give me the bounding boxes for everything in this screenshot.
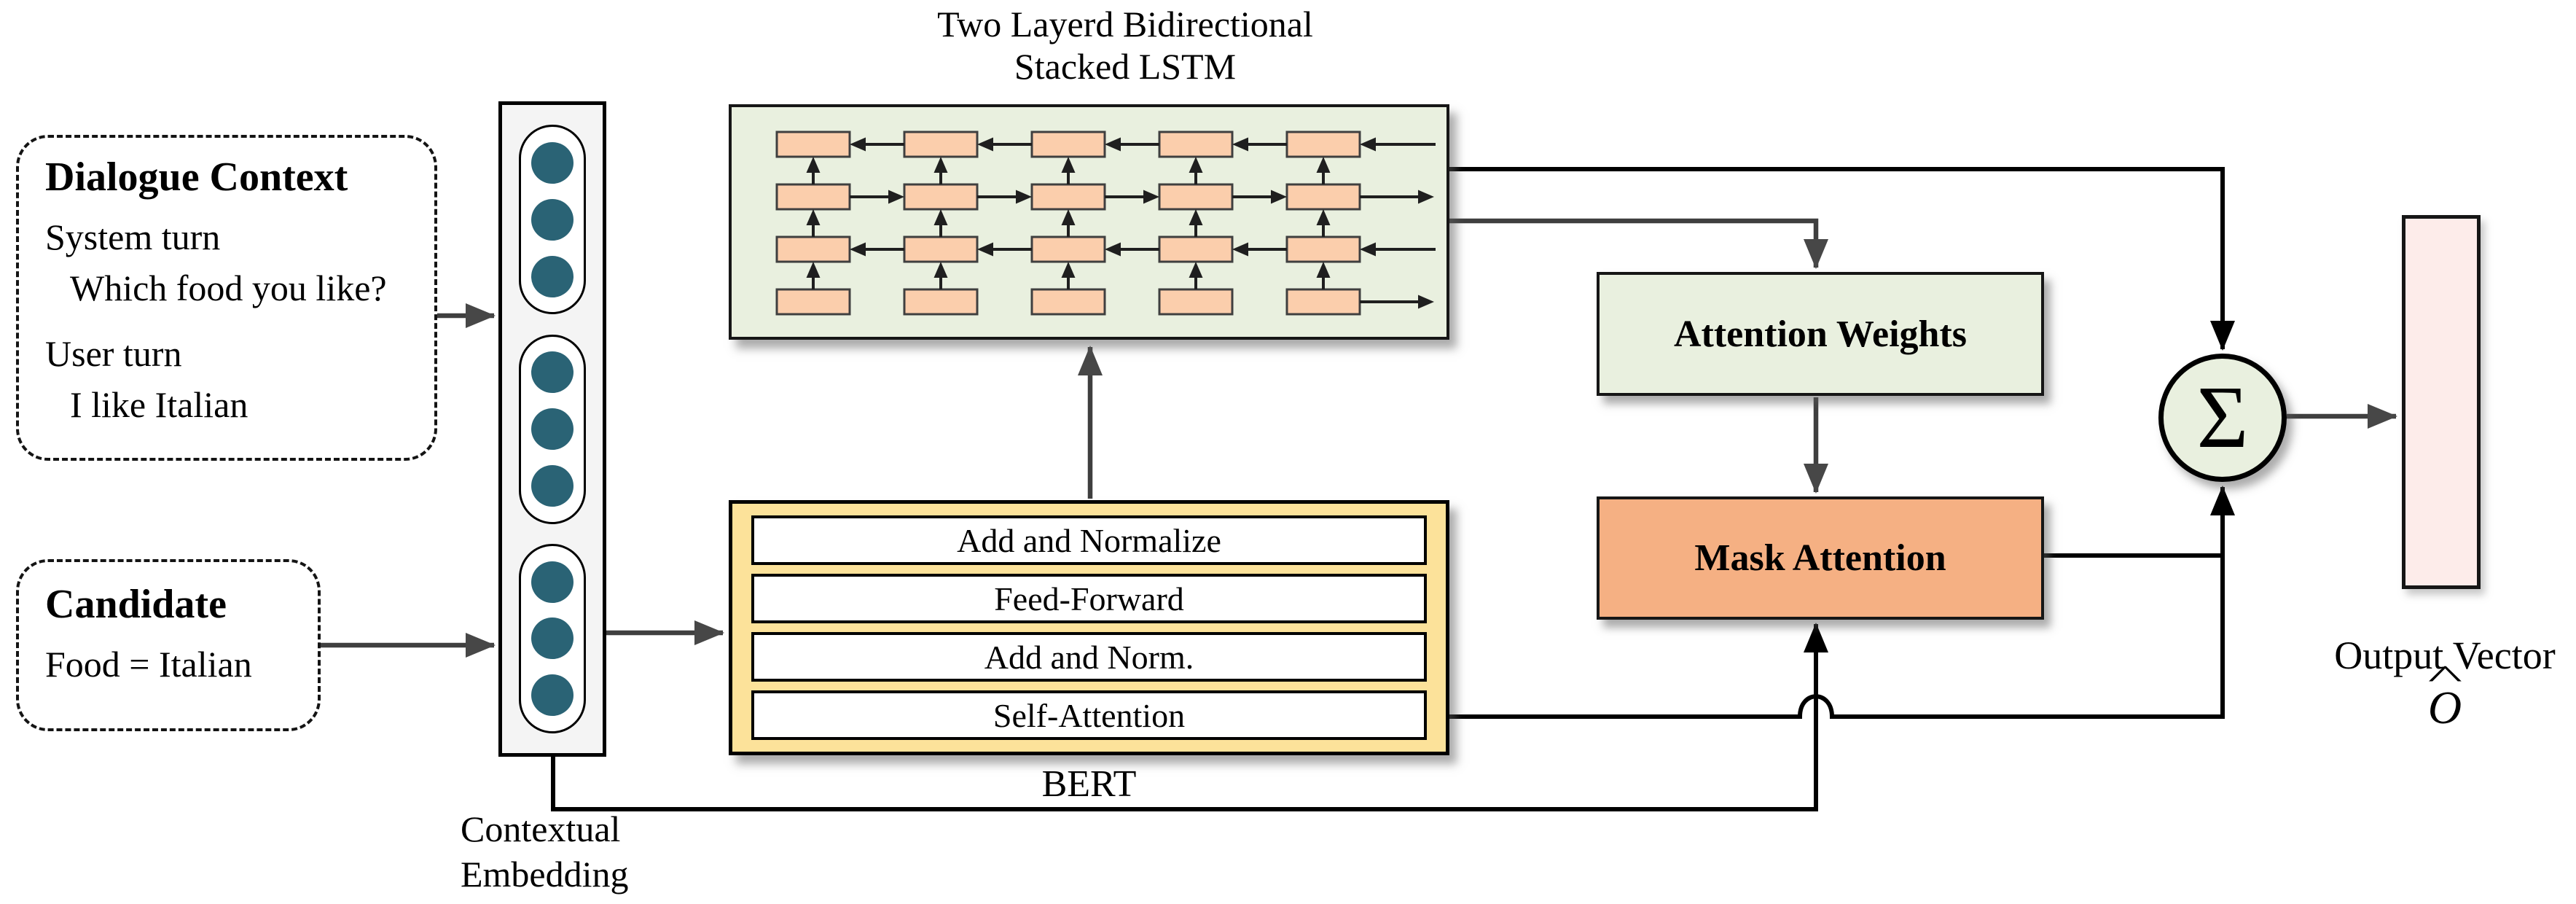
bert-layer-row: Feed-Forward	[751, 574, 1427, 623]
sum-node: Σ	[2158, 354, 2287, 482]
dialogue-line-system-utterance: Which food you like?	[70, 268, 387, 308]
output-vector-symbol: ^ O	[2314, 659, 2576, 733]
lstm-title: Two Layerd Bidirectional Stacked LSTM	[937, 4, 1313, 87]
wire-lstm-to-attention-weights	[1449, 218, 1828, 269]
embedding-dot	[531, 674, 573, 716]
hat-accent: ^	[2427, 659, 2462, 695]
embedding-dot	[531, 255, 573, 297]
contextual-embedding-column	[498, 101, 606, 757]
lstm-box	[729, 104, 1449, 340]
embedding-capsule	[519, 543, 586, 733]
wire-lstm-to-sum	[1449, 167, 2235, 351]
dialogue-line-user-utterance: I like Italian	[70, 384, 248, 425]
bert-layer-row: Add and Norm.	[751, 632, 1427, 682]
attention-weights-box: Attention Weights	[1597, 272, 2044, 396]
candidate-title: Candidate	[45, 582, 227, 627]
embedding-capsule	[519, 334, 586, 524]
sigma-symbol: Σ	[2196, 368, 2249, 467]
embedding-dot	[531, 408, 573, 450]
output-vector-label: Output Vector	[2334, 634, 2556, 677]
output-symbol-o: O	[2427, 682, 2462, 733]
embedding-capsule	[519, 125, 586, 315]
candidate-box: Candidate Food = Italian	[16, 559, 321, 731]
wire-embedding-to-mask-attention	[551, 623, 1828, 811]
output-vector-rect	[2402, 215, 2481, 589]
mask-attention-label: Mask Attention	[1694, 537, 1946, 579]
mask-attention-box: Mask Attention	[1597, 496, 2044, 620]
embedding-dot	[531, 617, 573, 660]
bert-layer-row: Self-Attention	[751, 690, 1427, 740]
attention-weights-label: Attention Weights	[1673, 313, 1968, 355]
bert-layer-row: Add and Normalize	[751, 515, 1427, 565]
embedding-dot	[531, 464, 573, 507]
dialogue-line-system-turn: System turn	[45, 217, 221, 257]
dialogue-context-box: Dialogue Context System turn Which food …	[16, 135, 437, 461]
wire-self-attention-to-sum	[1449, 486, 2235, 719]
contextual-embedding-label: Contextual Embedding	[461, 808, 629, 895]
dialogue-line-user-turn: User turn	[45, 333, 182, 374]
dialogue-context-title: Dialogue Context	[45, 155, 348, 200]
lstm-grid	[775, 130, 1436, 316]
embedding-dot	[531, 561, 573, 603]
embedding-dot	[531, 351, 573, 394]
embedding-dot	[531, 142, 573, 184]
bert-label: BERT	[1041, 763, 1137, 805]
embedding-dot	[531, 198, 573, 241]
candidate-value: Food = Italian	[45, 644, 252, 685]
